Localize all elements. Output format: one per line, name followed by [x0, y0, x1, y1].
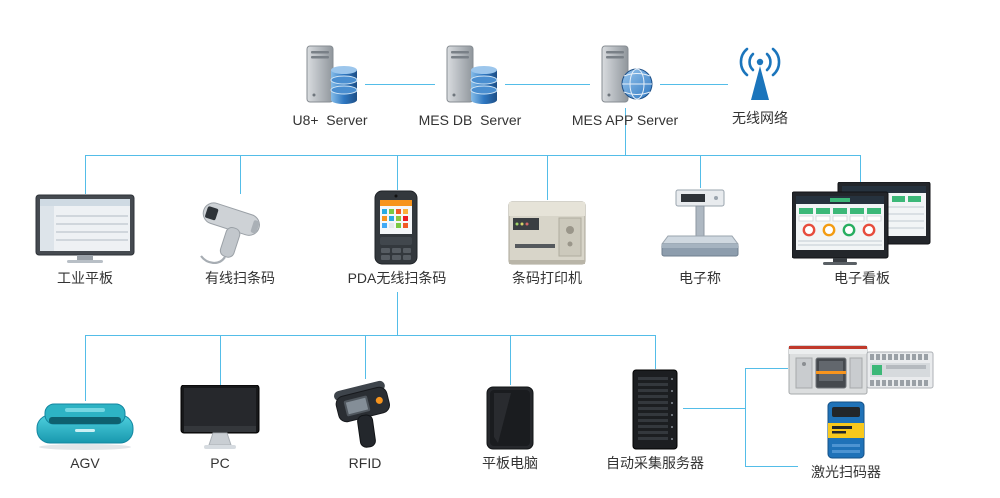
line-middle-to-bottom — [397, 292, 398, 335]
wifi-antenna-icon — [728, 42, 792, 106]
line-branch-to-laser — [745, 466, 798, 467]
agv-icon — [35, 401, 135, 451]
node-label: 电子看板 — [834, 270, 890, 286]
server-tower-icon — [627, 369, 683, 451]
line-drop-industrial-tablet — [85, 155, 86, 194]
line-drop-scale — [700, 155, 701, 188]
line-drop-pc — [220, 335, 221, 385]
node-label: PC — [210, 455, 230, 471]
node-label: 自动采集服务器 — [606, 455, 704, 471]
node-wireless-network: 无线网络 — [690, 42, 830, 126]
line-drop-wired-scanner — [240, 155, 241, 194]
node-label: 无线网络 — [732, 110, 788, 126]
node-label: MES APP Server — [571, 112, 679, 128]
line-drop-agv — [85, 335, 86, 401]
node-u8-server: U8+ Server — [260, 44, 400, 128]
plc-module-icon — [866, 348, 936, 392]
node-label: 平板电脑 — [482, 455, 538, 471]
node-electronic-kanban: 电子看板 — [791, 181, 932, 286]
rfid-reader-icon — [329, 379, 401, 451]
line-drop-tablet-pc — [510, 335, 511, 385]
node-label: 条码打印机 — [512, 270, 582, 286]
pda-icon — [372, 190, 422, 266]
cnc-machine-icon — [788, 340, 870, 398]
node-label: AGV — [70, 455, 100, 471]
node-auto-collection-server: 自动采集服务器 — [585, 369, 725, 471]
node-label: 有线扫条码 — [205, 270, 275, 286]
node-label: 电子称 — [679, 270, 721, 286]
line-branch-to-cnc — [745, 368, 788, 369]
line-drop-kanban — [860, 155, 861, 182]
node-label: RFID — [348, 455, 382, 471]
laser-scanner-icon — [823, 400, 869, 460]
node-rfid: RFID — [295, 379, 435, 471]
line-mesdb-mesapp — [505, 84, 590, 85]
server-database-icon — [435, 44, 505, 108]
line-bus-bottom — [85, 335, 655, 336]
node-mes-db-server: MES DB Server — [400, 44, 540, 128]
node-agv: AGV — [15, 401, 155, 471]
node-label: U8+ Server — [292, 112, 368, 128]
line-server-to-branch — [683, 408, 745, 409]
server-globe-icon — [590, 44, 660, 108]
node-label: 激光扫码器 — [811, 464, 881, 480]
tablet-icon — [481, 385, 539, 451]
server-database-icon — [295, 44, 365, 108]
line-drop-pda — [397, 155, 398, 190]
line-drop-rfid — [365, 335, 366, 379]
electronic-scale-icon — [658, 188, 742, 266]
kanban-screens-icon — [791, 181, 932, 266]
node-laser-scanner: 激光扫码器 — [776, 400, 916, 480]
node-pc: PC — [150, 384, 290, 471]
line-bus-middle — [85, 155, 860, 156]
node-label: 工业平板 — [57, 270, 113, 286]
node-pda-wireless-scanner: PDA无线扫条码 — [327, 190, 467, 286]
node-industrial-tablet: 工业平板 — [15, 194, 155, 286]
line-branch-vertical — [745, 368, 746, 466]
industrial-tablet-icon — [35, 194, 135, 266]
line-u8-mesdb — [365, 84, 435, 85]
line-mesapp-wireless — [660, 84, 728, 85]
desktop-pc-icon — [180, 384, 260, 451]
node-electronic-scale: 电子称 — [630, 188, 770, 286]
barcode-printer-icon — [507, 200, 587, 266]
line-mesapp-down — [625, 108, 626, 155]
node-label: PDA无线扫条码 — [347, 270, 447, 286]
node-mes-app-server: MES APP Server — [555, 44, 695, 128]
node-barcode-printer: 条码打印机 — [477, 200, 617, 286]
node-wired-barcode-scanner: 有线扫条码 — [170, 194, 310, 286]
barcode-scanner-icon — [193, 194, 288, 266]
node-label: MES DB Server — [418, 112, 522, 128]
line-drop-collection-server — [655, 335, 656, 369]
node-tablet-pc: 平板电脑 — [440, 385, 580, 471]
line-drop-printer — [547, 155, 548, 200]
